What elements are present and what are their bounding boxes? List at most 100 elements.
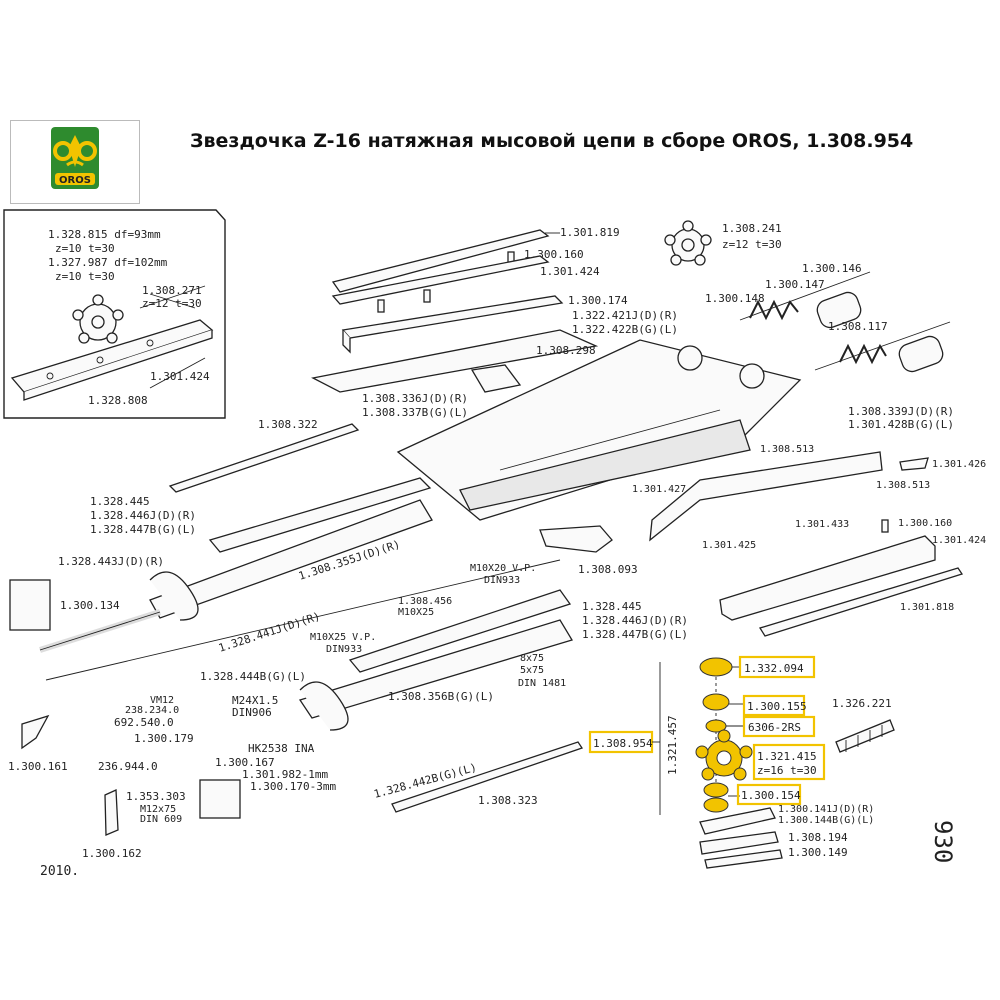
strip-1301424-right <box>719 535 936 621</box>
label-1326221: 1.326.221 <box>832 697 892 710</box>
shield-plate <box>649 451 883 542</box>
inset-bar-label: 1.328.808 <box>88 394 148 407</box>
label-1300141: 1.300.141J(D)(R) <box>778 804 874 815</box>
label-1300155: 1.300.155 <box>747 700 807 713</box>
spring-upper <box>749 299 799 321</box>
label-1328443: 1.328.443J(D)(R) <box>58 555 164 568</box>
strip-1301818 <box>758 567 964 637</box>
inset-line-1: 1.328.815 df=93mm <box>48 228 161 241</box>
label-1328445-b: 1.328.445 <box>582 600 642 613</box>
strip-1328442 <box>391 741 584 813</box>
inset-sprocket-icon <box>72 294 124 344</box>
label-1308241: 1.308.241 <box>722 222 782 235</box>
bushing-upper <box>816 291 862 329</box>
highlight-box <box>742 694 806 717</box>
label-1328447: 1.328.447B(G)(L) <box>90 523 196 536</box>
label-din609: DIN 609 <box>140 814 182 825</box>
label-1308339: 1.308.339J(D)(R) <box>848 405 954 418</box>
washer-1332094 <box>699 657 733 677</box>
label-1328446-b: 1.328.446J(D)(R) <box>582 614 688 627</box>
label-1301426: 1.301.426 <box>932 459 986 470</box>
bushing-1300154-b <box>703 797 729 813</box>
oros-logo: OROS <box>10 120 140 204</box>
label-1300174: 1.300.174 <box>568 294 628 307</box>
highlight-box <box>736 783 802 806</box>
label-m12x75: M12x75 <box>140 804 176 815</box>
sprocket-z16-icon <box>695 729 753 781</box>
logo-text: OROS <box>59 175 91 186</box>
part-1300161 <box>21 714 50 750</box>
label-1322421: 1.322.421J(D)(R) <box>572 309 678 322</box>
label-8x75: 8x75 <box>520 653 544 664</box>
label-1308117: 1.308.117 <box>828 320 888 333</box>
sprocket-1308241-icon <box>664 220 712 266</box>
logo-emblem-icon <box>53 135 97 167</box>
label-1301425: 1.301.425 <box>702 540 756 551</box>
bearing-block-left <box>9 579 51 631</box>
strip-1301819 <box>331 229 550 293</box>
label-1321415: 1.321.415 <box>757 750 817 763</box>
label-m10x25-vp: M10X25 V.P. <box>310 632 376 643</box>
label-1300144: 1.300.144B(G)(L) <box>778 815 874 826</box>
label-1308323: 1.308.323 <box>478 794 538 807</box>
label-5x75: 5x75 <box>520 665 544 676</box>
label-vm12: VM12 <box>150 695 174 706</box>
label-1300154: 1.300.154 <box>741 789 801 802</box>
label-1308241-spec: z=12 t=30 <box>722 238 782 251</box>
inset-line-4: z=10 t=30 <box>55 270 115 283</box>
label-1308356: 1.308.356B(G)(L) <box>388 690 494 703</box>
inset-line-3: 1.327.987 df=102mm <box>48 256 168 269</box>
label-1308194: 1.308.194 <box>788 831 848 844</box>
trough-right <box>348 589 572 673</box>
spring-lower <box>839 343 887 365</box>
label-1308336: 1.308.336J(D)(R) <box>362 392 468 405</box>
label-1300162: 1.300.162 <box>82 847 142 860</box>
tube-1308356 <box>298 619 573 719</box>
label-1321415-spec: z=16 t=30 <box>757 764 817 777</box>
inset-crossed-2: z=12 t=30 <box>142 297 202 310</box>
part-1300162 <box>104 789 119 836</box>
label-1308093: 1.308.093 <box>578 563 638 576</box>
label-1328445: 1.328.445 <box>90 495 150 508</box>
label-m24: M24X1.5 <box>232 694 278 707</box>
top-strips: 1.301.819 1.300.160 1.301.424 1.300.174 … <box>311 226 678 419</box>
label-1308513: 1.308.513 <box>760 444 814 455</box>
bushing-1300154-a <box>703 782 729 798</box>
chain-1326221-icon <box>835 719 895 753</box>
label-1300146: 1.300.146 <box>802 262 862 275</box>
label-1301427: 1.301.427 <box>632 484 686 495</box>
label-1301428: 1.301.428B(G)(L) <box>848 418 954 431</box>
label-m10x25: M10X25 <box>398 607 434 618</box>
label-1300161: 1.300.161 <box>8 760 68 773</box>
arm-1300141 <box>699 807 776 835</box>
label-1300170: 1.300.170-3mm <box>250 780 336 793</box>
label-1308513-b: 1.308.513 <box>876 480 930 491</box>
label-1300148: 1.300.148 <box>705 292 765 305</box>
highlight-box <box>738 655 816 679</box>
cross-line <box>139 285 206 309</box>
auger-flight-left <box>149 571 199 621</box>
label-1328441: 1.328.441J(D)(R) <box>217 610 322 655</box>
label-1321457: 1.321.457 <box>666 715 679 775</box>
inset-line-2: z=10 t=30 <box>55 242 115 255</box>
bushing-1300155 <box>702 693 730 711</box>
bushing-lower <box>898 335 944 373</box>
label-1322422: 1.322.422B(G)(L) <box>572 323 678 336</box>
label-hk2538: HK2538 INA <box>248 742 315 755</box>
label-din1481: DIN 1481 <box>518 678 566 689</box>
label-1300179: 1.300.179 <box>134 732 194 745</box>
label-din933: DIN933 <box>484 575 520 586</box>
bearing-block-right <box>199 779 241 819</box>
label-1300147: 1.300.147 <box>765 278 825 291</box>
label-1301819: 1.301.819 <box>560 226 620 239</box>
label-1353303: 1.353.303 <box>126 790 186 803</box>
label-1300167: 1.300.167 <box>215 756 275 769</box>
label-1308298: 1.308.298 <box>536 344 596 357</box>
label-238234: 238.234.0 <box>125 705 179 716</box>
label-din906: DIN906 <box>232 706 272 719</box>
label-236944: 236.944.0 <box>98 760 158 773</box>
strip-1300174 <box>341 295 564 339</box>
label-1332094: 1.332.094 <box>744 662 804 675</box>
auger-flight-right <box>299 681 349 731</box>
